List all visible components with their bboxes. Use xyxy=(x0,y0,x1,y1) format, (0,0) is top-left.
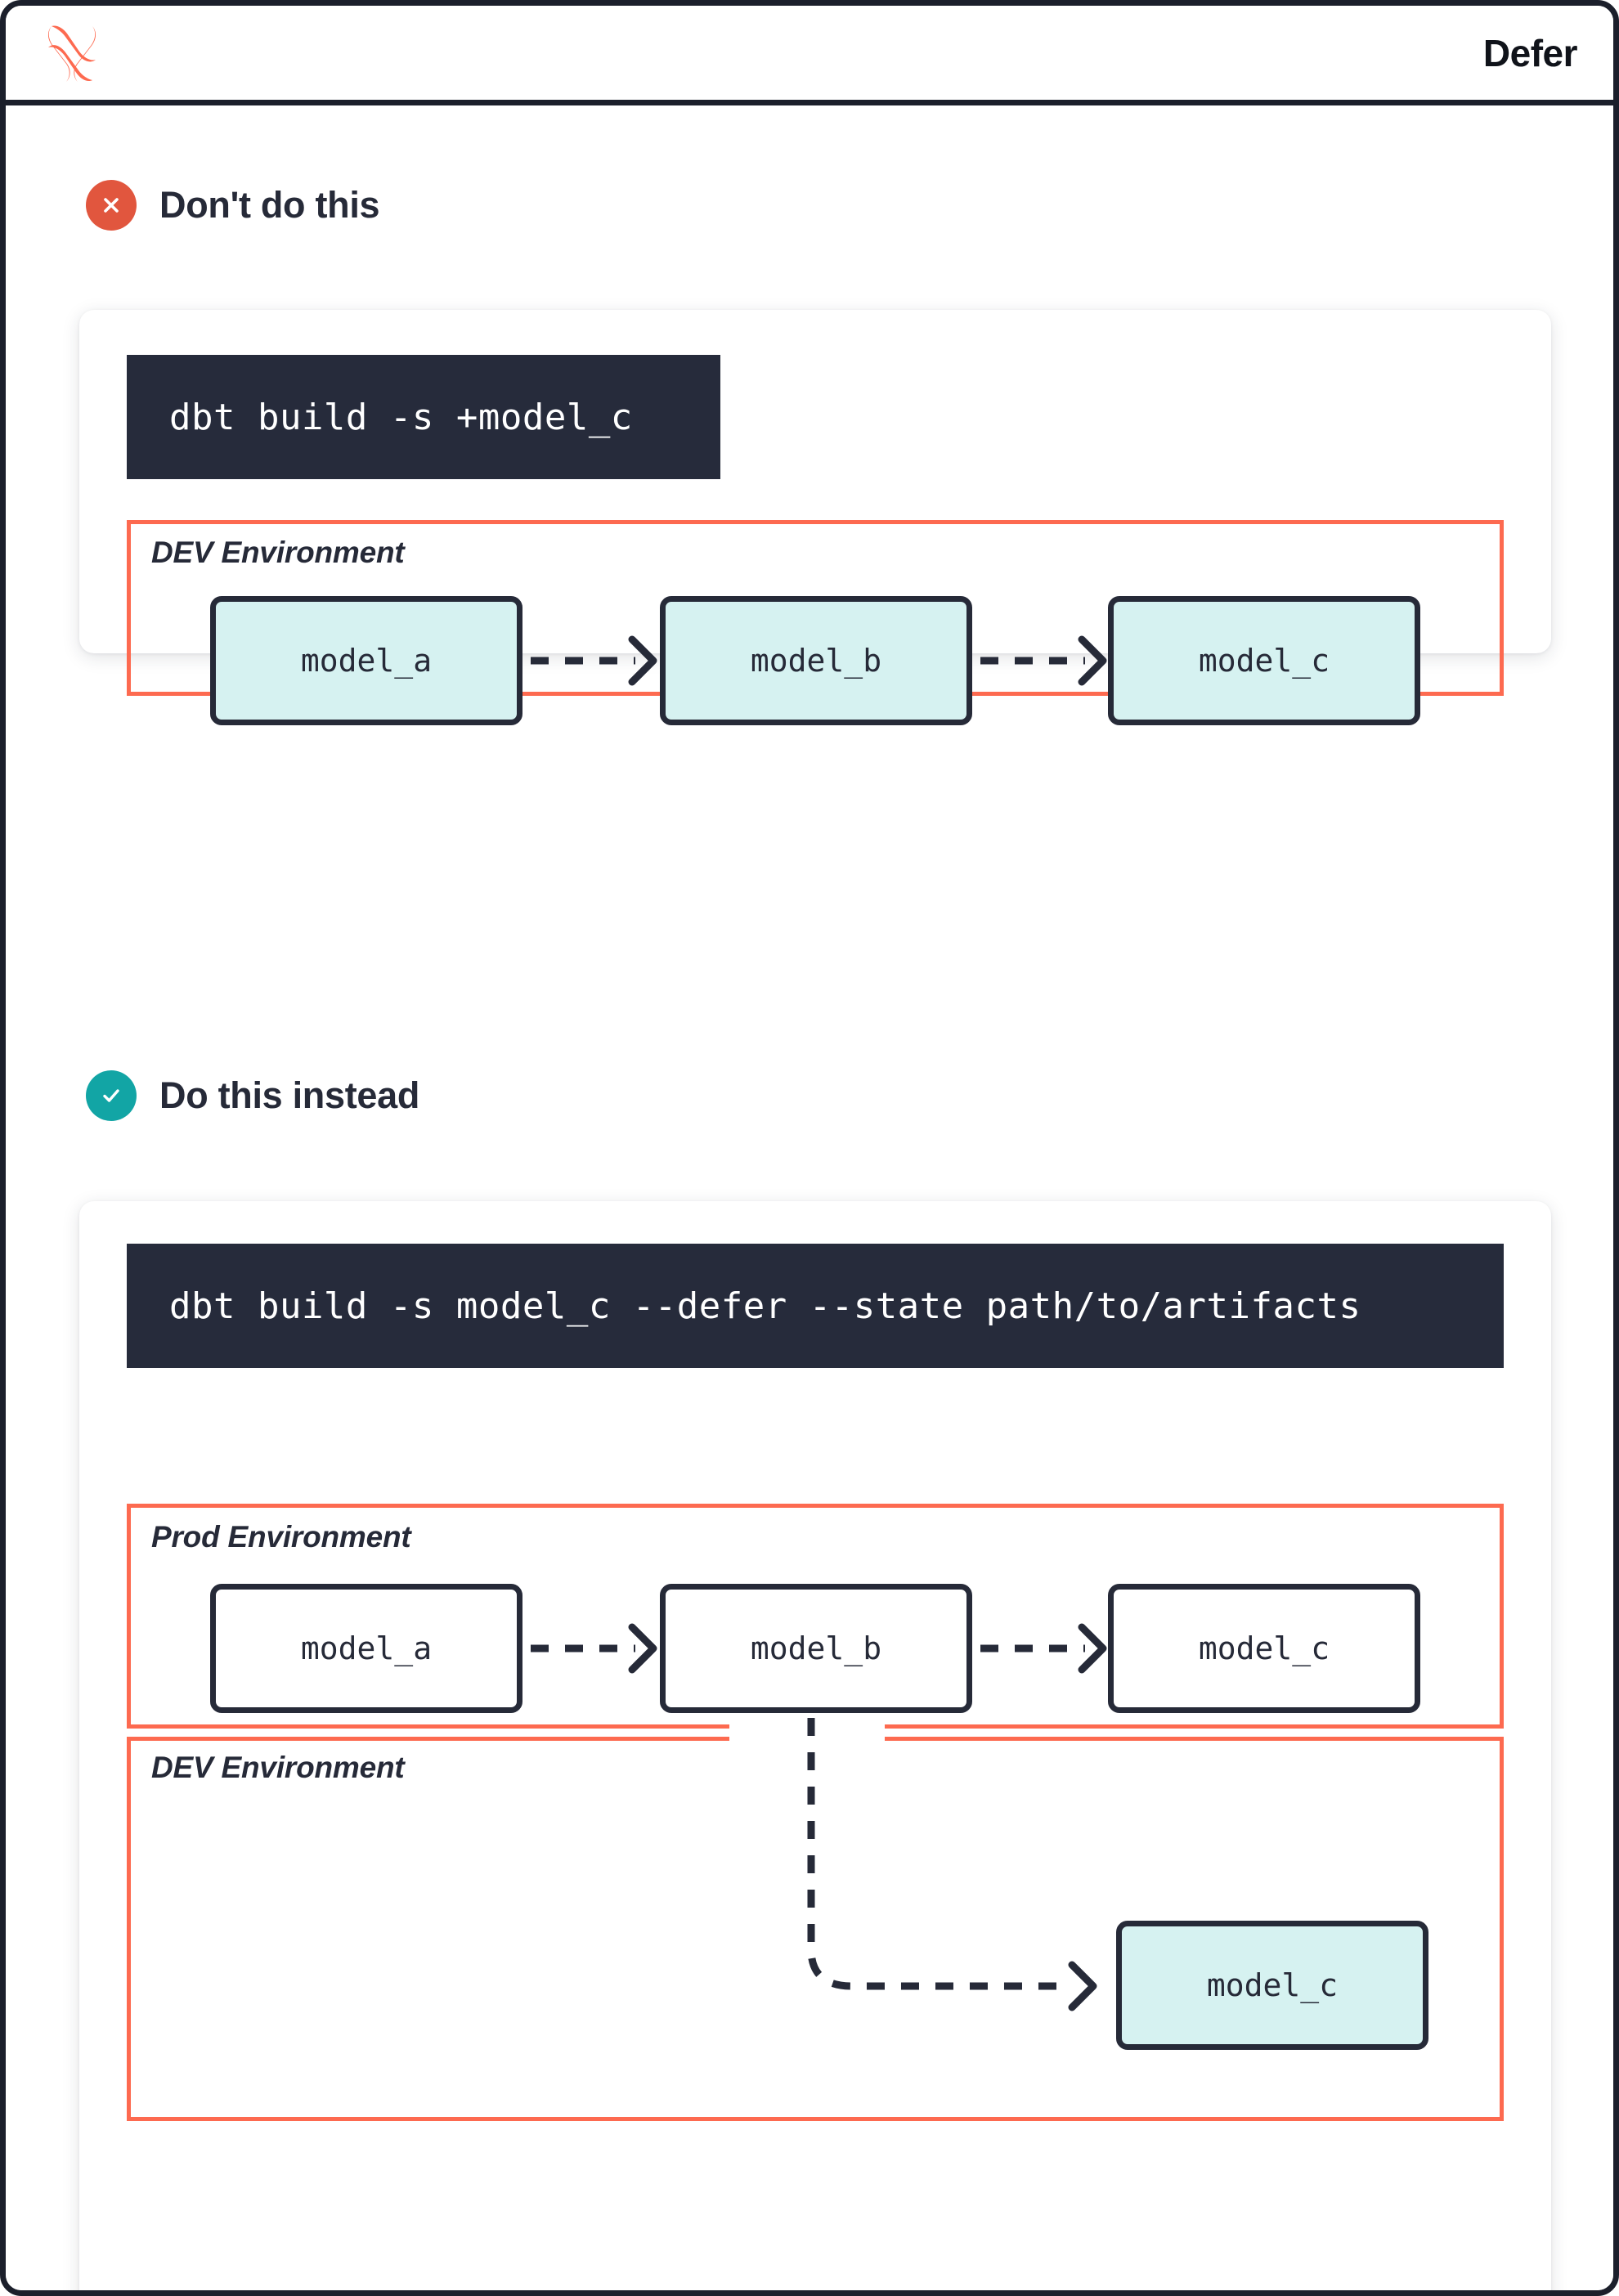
node-prod-model-c: model_c xyxy=(1108,1584,1420,1713)
node-prod-model-a: model_a xyxy=(210,1584,522,1713)
border-gap-mask-dev xyxy=(729,1733,885,1751)
node-model-b: model_b xyxy=(660,596,972,725)
node-dev-model-c: model_c xyxy=(1116,1921,1428,2050)
section-title-do: Do this instead xyxy=(159,1074,420,1116)
env-label-dev-2: DEV Environment xyxy=(151,1751,405,1784)
node-model-a: model_a xyxy=(210,596,522,725)
code-block-dont: dbt build -s +model_c xyxy=(127,355,720,479)
node-model-c: model_c xyxy=(1108,596,1420,725)
section-header-dont: Don't do this xyxy=(86,180,380,231)
page-title: Defer xyxy=(1482,31,1578,74)
x-circle-icon xyxy=(86,180,137,231)
section-header-do: Do this instead xyxy=(86,1070,419,1121)
card-do: dbt build -s model_c --defer --state pat… xyxy=(79,1201,1551,2290)
section-title-dont: Don't do this xyxy=(159,184,380,226)
content-area: Don't do this dbt build -s +model_c DEV … xyxy=(6,105,1613,2290)
env-label-dev: DEV Environment xyxy=(151,536,405,569)
card-dont: dbt build -s +model_c DEV Environment mo… xyxy=(79,310,1551,725)
header-bar: Defer xyxy=(6,6,1613,105)
check-circle-icon xyxy=(86,1070,137,1121)
code-block-do: dbt build -s model_c --defer --state pat… xyxy=(127,1244,1504,1368)
dbt-logo-icon xyxy=(42,20,102,87)
node-prod-model-b: model_b xyxy=(660,1584,972,1713)
env-label-prod: Prod Environment xyxy=(151,1520,411,1554)
